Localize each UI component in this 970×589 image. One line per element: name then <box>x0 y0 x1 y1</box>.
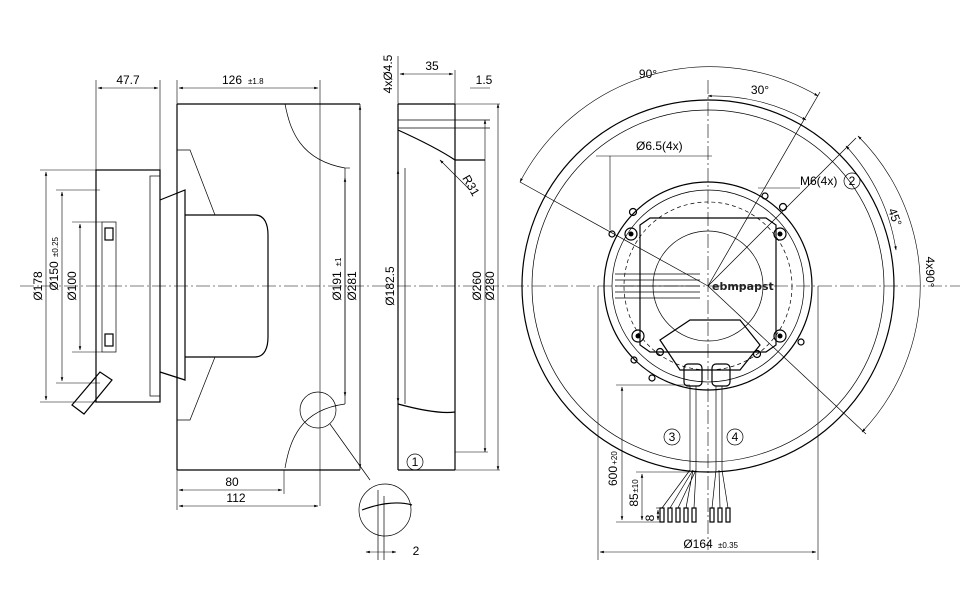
inlet-curve-bottom <box>397 403 456 414</box>
callout-2-circle <box>843 172 861 190</box>
cable-exit-housing <box>659 319 761 371</box>
holes-label: 4xØ4.5 <box>381 54 395 93</box>
wheel-envelope <box>177 103 360 471</box>
label-slats <box>615 273 700 299</box>
wire-terminals <box>659 507 731 523</box>
holes-6-5-label: Ø6.5(4x) <box>636 139 683 153</box>
dim-height: 126 <box>222 73 242 87</box>
rotor-hub <box>159 189 186 381</box>
strip-length-tolerance: ±10 <box>631 479 640 493</box>
dia-wheel-label: Ø191 <box>330 271 344 301</box>
dim-80: 80 <box>225 475 239 489</box>
dia-pitch-label: Ø150 <box>47 261 61 291</box>
callout-4-circle <box>726 428 744 446</box>
cables <box>661 386 729 509</box>
dia-outer-label: Ø281 <box>345 271 359 301</box>
motor-flange <box>95 169 161 403</box>
dim-height-tolerance: ±1.8 <box>248 77 264 86</box>
flange-ring <box>149 175 161 397</box>
angle-arc-30 <box>707 94 807 121</box>
inlet-curve-top <box>397 129 485 161</box>
cable-length-tolerance: +20 <box>610 451 619 465</box>
cable-gland-right <box>711 363 731 387</box>
inlet-ring-outline <box>397 103 455 471</box>
detail-view-circle <box>358 483 412 537</box>
angle-90-label: 90° <box>639 67 657 81</box>
cable-gland <box>71 371 113 415</box>
dia-260-label: Ø260 <box>470 271 484 301</box>
dia-wheel-tolerance: ±1 <box>334 257 343 266</box>
dia-164-tolerance: ±0.35 <box>718 541 739 550</box>
rotor-body <box>185 214 269 358</box>
wheel-cone <box>177 149 216 421</box>
mounting-holes <box>608 192 805 382</box>
motor-plate <box>639 217 777 353</box>
detail-profile <box>361 502 413 511</box>
strip-length-label: 85 <box>627 493 641 507</box>
callout-1: 1 <box>412 455 419 469</box>
angle-arc-45 <box>845 145 897 251</box>
angle-arc-4x90 <box>857 135 921 433</box>
side-view: Ø178 Ø150 ±0.25 Ø100 47.7 126 ±1.8 Ø191 … <box>20 73 375 510</box>
cable-gland-left <box>683 363 703 387</box>
hub-bolt-bottom <box>104 333 114 347</box>
motor-hub <box>101 221 117 353</box>
dia-flange-label: Ø178 <box>31 271 45 301</box>
dim-1-5: 1.5 <box>476 73 493 87</box>
dia-inlet-label: Ø182.5 <box>383 266 397 306</box>
radius-label: R31 <box>459 173 482 199</box>
dim-112: 112 <box>226 491 245 505</box>
callout-1-circle <box>406 453 424 471</box>
front-view: ebmpapst <box>510 66 960 560</box>
detail-circle <box>299 391 337 429</box>
callout-3: 3 <box>669 430 676 444</box>
dia-164-label: Ø164 <box>683 537 713 551</box>
dim-8-label: 8 <box>643 514 657 521</box>
section-view: 4xØ4.5 35 1.5 R31 Ø182.5 Ø260 Ø280 1 2 <box>358 54 510 560</box>
thread-m6-label: M6(4x) <box>800 174 837 188</box>
callout-2: 2 <box>849 174 856 188</box>
callout-3-circle <box>663 428 681 446</box>
blade-curve-bottom <box>284 403 346 469</box>
callout-4: 4 <box>732 430 739 444</box>
blade-curve-top <box>284 103 346 169</box>
brand-logo: ebmpapst <box>712 280 774 293</box>
angle-4x90-label: 4x90° <box>923 257 937 288</box>
dia-280-label: Ø280 <box>483 271 497 301</box>
angle-30-label: 30° <box>751 83 769 97</box>
dia-pitch-tolerance: ±0.25 <box>51 236 60 257</box>
dim-flange-offset: 47.7 <box>116 73 140 87</box>
detail-2-dim: 2 <box>413 544 420 558</box>
angle-45-label: 45° <box>885 206 904 228</box>
dia-hub-label: Ø100 <box>65 271 79 301</box>
dim-35: 35 <box>425 59 439 73</box>
cable-length-label: 600 <box>606 466 620 486</box>
hub-bolt-top <box>104 227 114 241</box>
angle-arc-90 <box>519 66 819 183</box>
